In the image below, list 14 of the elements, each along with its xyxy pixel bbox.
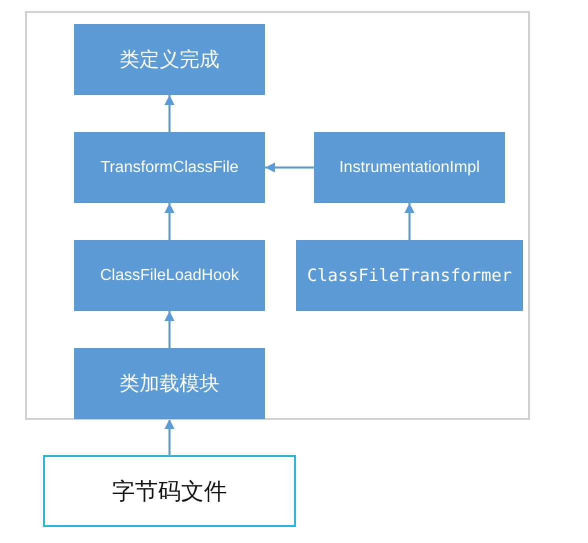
process-box: ClassFileTransformer xyxy=(296,240,523,311)
arrow xyxy=(164,203,174,240)
process-box: ClassFileLoadHook xyxy=(74,240,265,311)
process-box: 类加载模块 xyxy=(74,348,265,419)
arrow xyxy=(404,203,414,240)
arrow xyxy=(164,95,174,132)
arrow xyxy=(265,162,314,172)
process-box: 类定义完成 xyxy=(74,24,265,95)
outlined-box: 字节码文件 xyxy=(43,455,296,527)
arrow xyxy=(164,419,174,455)
process-box: InstrumentationImpl xyxy=(314,132,505,203)
arrow xyxy=(164,311,174,348)
frame-box xyxy=(25,11,530,420)
process-box: TransformClassFile xyxy=(74,132,265,203)
